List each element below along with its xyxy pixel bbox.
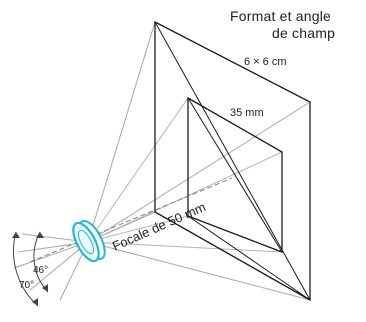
ray-large-top-right [87,101,311,243]
diagram-title-line-1: Format et angle [230,8,332,24]
arc-70-arrow-bottom [32,298,38,306]
angle-arc-46 [33,231,49,293]
arc-46-arrow-bottom [42,284,48,292]
small-frame-diagonal [187,97,283,253]
angle-arc-70 [13,231,39,307]
large-frame-lower-edge [154,211,311,301]
rear-ray-3 [29,241,89,291]
format-small-label: 35 mm [230,107,264,119]
frame-to-lens-lines [154,21,311,301]
angle-46-label: 46° [33,265,49,276]
arc-46-arrow-top [36,232,44,238]
small-format-rays [87,97,283,253]
ray-large-top-left [87,21,156,243]
diagram-title-line-2: de champ [272,25,336,41]
ray-small-bottom-right [87,241,283,253]
lens-rim-front [72,221,100,263]
optical-axis [29,177,233,263]
large-frame-inner-line [187,215,311,301]
angle-70-label: 70° [19,280,35,291]
large-frame-diagonal [154,21,311,301]
lens-inner-ring [77,229,95,255]
camera-lens-icon [72,219,106,263]
ray-small-bottom-left [87,215,189,243]
arc-70-arrow-top [12,232,20,238]
format-large-label: 6 × 6 cm [244,56,287,68]
ray-small-top-right [87,151,283,243]
rear-ray-1 [13,241,89,269]
ray-small-top-left [87,97,189,243]
ray-large-bottom-right [87,241,311,301]
